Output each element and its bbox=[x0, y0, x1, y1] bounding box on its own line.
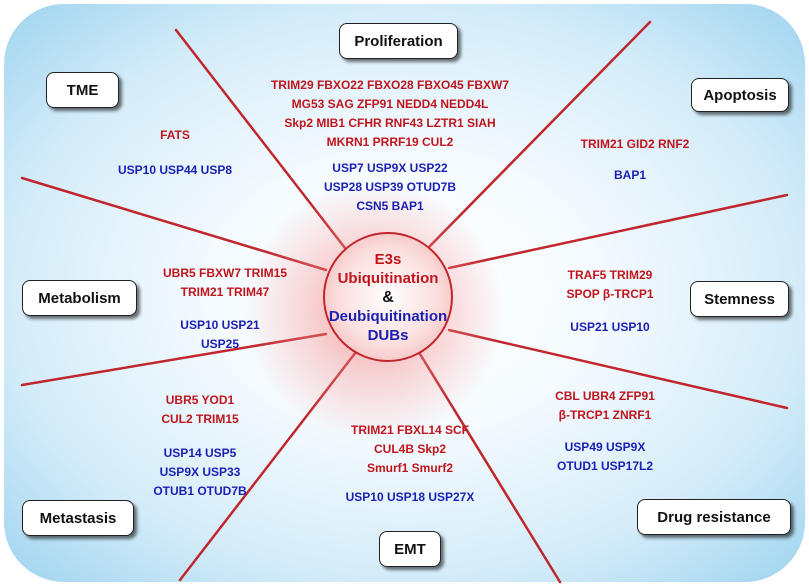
center-ubiquitination: Ubiquitination bbox=[337, 269, 439, 287]
gene-line: USP7 USP9X USP22 bbox=[332, 161, 448, 175]
gene-line: Skp2 MIB1 CFHR RNF43 LZTR1 SIAH bbox=[284, 116, 496, 130]
metastasis-dub-list: USP14 USP5 USP9X USP33 OTUB1 OTUD7B bbox=[130, 444, 270, 501]
gene-line: TRIM21 FBXL14 SCF bbox=[350, 423, 470, 437]
tme-e3-list: FATS bbox=[120, 126, 230, 145]
gene-line: SPOP β-TRCP1 bbox=[566, 287, 654, 301]
gene-line: OTUB1 OTUD7B bbox=[153, 484, 247, 498]
gene-line: USP25 bbox=[200, 337, 240, 351]
gene-line: β-TRCP1 ZNRF1 bbox=[558, 408, 652, 422]
gene-line: USP10 USP21 bbox=[180, 318, 260, 332]
metabolism-e3-list: UBR5 FBXW7 TRIM15 TRIM21 TRIM47 bbox=[130, 264, 320, 302]
label-stemness: Stemness bbox=[690, 281, 789, 317]
gene-line: TRAF5 TRIM29 bbox=[567, 268, 653, 282]
metastasis-e3-list: UBR5 YOD1 CUL2 TRIM15 bbox=[140, 391, 260, 429]
gene-line: FATS bbox=[160, 128, 190, 142]
center-circle: E3s Ubiquitination & Deubiquitination DU… bbox=[323, 232, 453, 362]
gene-line: CBL UBR4 ZFP91 bbox=[555, 389, 655, 403]
stemness-e3-list: TRAF5 TRIM29 SPOP β-TRCP1 bbox=[540, 266, 680, 304]
spoke-apoptosis bbox=[426, 20, 652, 250]
label-tme: TME bbox=[46, 72, 119, 108]
gene-line: CSN5 BAP1 bbox=[356, 199, 424, 213]
proliferation-dub-list: USP7 USP9X USP22 USP28 USP39 OTUD7B CSN5… bbox=[280, 159, 500, 216]
label-proliferation: Proliferation bbox=[339, 23, 458, 59]
gene-line: TRIM21 TRIM47 bbox=[180, 285, 270, 299]
gene-line: Smurf1 Smurf2 bbox=[366, 461, 454, 475]
tme-dub-list: USP10 USP44 USP8 bbox=[90, 161, 260, 180]
apoptosis-dub-list: BAP1 bbox=[600, 166, 660, 185]
gene-line: USP9X USP33 bbox=[159, 465, 241, 479]
center-ampersand: & bbox=[382, 288, 394, 306]
label-drug-resistance: Drug resistance bbox=[637, 499, 791, 535]
gene-line: CUL2 TRIM15 bbox=[161, 412, 239, 426]
drug-resistance-dub-list: USP49 USP9X OTUD1 USP17L2 bbox=[535, 438, 675, 476]
gene-line: USP49 USP9X bbox=[564, 440, 646, 454]
label-metastasis: Metastasis bbox=[22, 500, 134, 536]
gene-line: BAP1 bbox=[613, 168, 646, 182]
emt-dub-list: USP10 USP18 USP27X bbox=[315, 488, 505, 507]
gene-line: MG53 SAG ZFP91 NEDD4 NEDD4L bbox=[291, 97, 489, 111]
emt-e3-list: TRIM21 FBXL14 SCF CUL4B Skp2 Smurf1 Smur… bbox=[320, 421, 500, 478]
gene-line: USP21 USP10 bbox=[570, 320, 650, 334]
apoptosis-e3-list: TRIM21 GID2 RNF2 bbox=[560, 135, 710, 154]
gene-line: MKRN1 PRRF19 CUL2 bbox=[326, 135, 454, 149]
spoke-stemness bbox=[447, 193, 789, 270]
stemness-dub-list: USP21 USP10 bbox=[550, 318, 670, 337]
gene-line: TRIM29 FBXO22 FBXO28 FBXO45 FBXW7 bbox=[270, 78, 510, 92]
label-metabolism: Metabolism bbox=[22, 280, 137, 316]
gene-line: OTUD1 USP17L2 bbox=[556, 459, 654, 473]
center-e3s: E3s bbox=[374, 250, 402, 268]
gene-line: CUL4B Skp2 bbox=[373, 442, 447, 456]
center-deubiquitination: Deubiquitination bbox=[328, 307, 448, 325]
gene-line: UBR5 FBXW7 TRIM15 bbox=[162, 266, 287, 280]
metabolism-dub-list: USP10 USP21 USP25 bbox=[150, 316, 290, 354]
gene-line: TRIM21 GID2 RNF2 bbox=[580, 137, 690, 151]
gene-line: USP28 USP39 OTUD7B bbox=[323, 180, 457, 194]
gene-line: USP10 USP44 USP8 bbox=[117, 163, 233, 177]
spoke-drug-resistance bbox=[447, 328, 789, 410]
gene-line: USP10 USP18 USP27X bbox=[345, 490, 475, 504]
label-apoptosis: Apoptosis bbox=[691, 78, 789, 112]
drug-resistance-e3-list: CBL UBR4 ZFP91 β-TRCP1 ZNRF1 bbox=[530, 387, 680, 425]
gene-line: USP14 USP5 bbox=[163, 446, 237, 460]
gene-line: UBR5 YOD1 bbox=[165, 393, 235, 407]
center-dubs: DUBs bbox=[367, 326, 409, 344]
proliferation-e3-list: TRIM29 FBXO22 FBXO28 FBXO45 FBXW7 MG53 S… bbox=[220, 76, 560, 152]
label-emt: EMT bbox=[379, 531, 441, 567]
